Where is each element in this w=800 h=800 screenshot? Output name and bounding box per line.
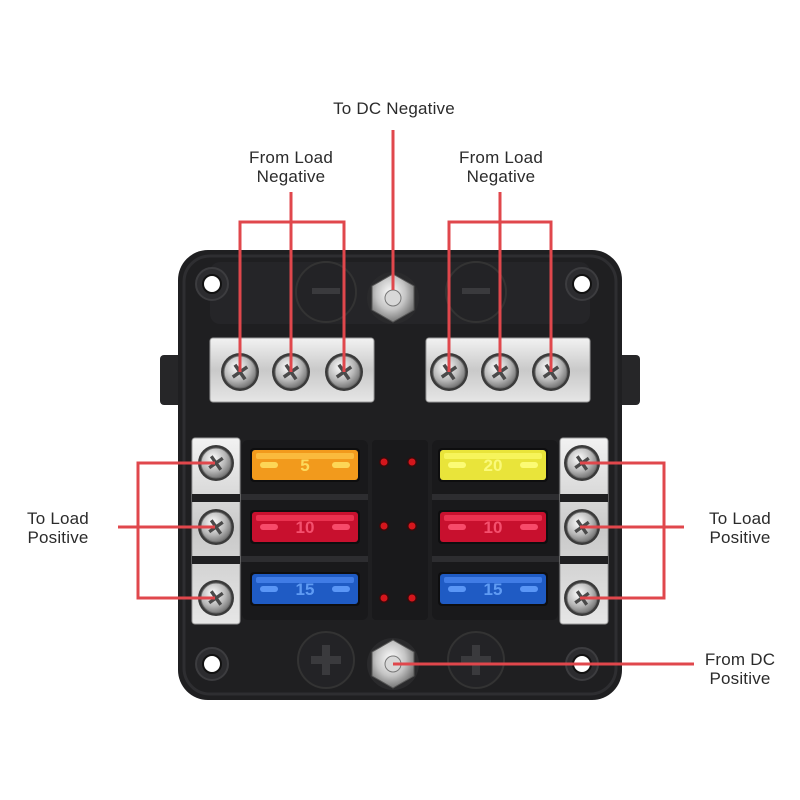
indicator-leds — [379, 457, 417, 603]
mounting-hole — [565, 267, 599, 301]
label-to-load-positive-left: To Load Positive — [27, 509, 89, 547]
positive-terminal-plates — [191, 437, 609, 625]
fuse-rating-label: 15 — [484, 580, 503, 599]
leader-load-negative-left — [238, 192, 346, 372]
blade-fuse: 5 — [250, 448, 360, 482]
terminal-screw — [198, 509, 234, 545]
terminal-screw — [198, 445, 234, 481]
terminal-screw — [198, 580, 234, 616]
indicator-led — [407, 521, 417, 531]
leader-lines — [118, 130, 694, 666]
fuse-rating-label: 20 — [484, 456, 503, 475]
label-from-dc-positive: From DC Positive — [704, 650, 776, 688]
fuse-rating-label: 5 — [300, 456, 309, 475]
label-to-dc-negative: To DC Negative — [333, 99, 455, 118]
fuse-rating-label: 15 — [296, 580, 315, 599]
indicator-led — [379, 457, 389, 467]
blade-fuse: 10 — [438, 510, 548, 544]
indicator-led — [407, 593, 417, 603]
blade-fuse: 20 — [438, 448, 548, 482]
mounting-hole — [195, 267, 229, 301]
blade-fuse: 10 — [250, 510, 360, 544]
fuse-rating-label: 10 — [484, 518, 503, 537]
dc-negative-stud — [367, 272, 419, 324]
leader-load-negative-right — [447, 192, 553, 372]
indicator-led — [379, 521, 389, 531]
blade-fuse: 15 — [250, 572, 360, 606]
label-to-load-positive-right: To Load Positive — [709, 509, 771, 547]
indicator-led — [379, 593, 389, 603]
blade-fuse: 15 — [438, 572, 548, 606]
leader-load-positive-left — [118, 461, 215, 600]
leader-load-positive-right — [580, 461, 684, 600]
label-from-load-negative-right: From Load Negative — [458, 148, 543, 186]
blade-fuses: 5 20 10 10 15 15 — [250, 448, 548, 606]
label-from-load-negative-left: From Load Negative — [248, 148, 333, 186]
mounting-hole — [195, 647, 229, 681]
indicator-led — [407, 457, 417, 467]
fuse-rating-label: 10 — [296, 518, 315, 537]
